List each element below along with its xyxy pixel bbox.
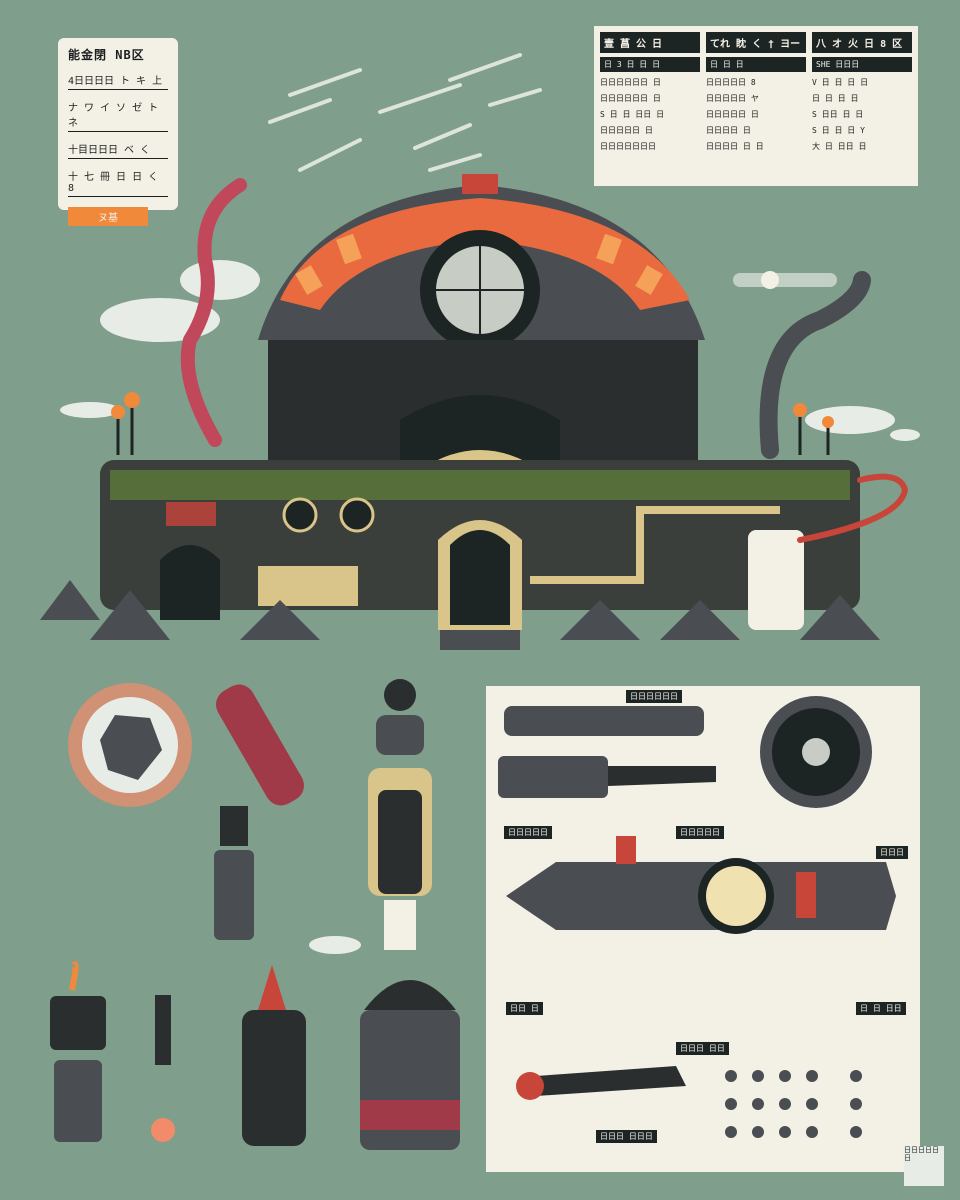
tunnel-entrance bbox=[160, 545, 220, 620]
blueprint-label: 日日日日日 bbox=[676, 826, 724, 839]
spec-line: V 日 日 日 日 bbox=[812, 78, 869, 87]
cylinder-part bbox=[214, 806, 254, 940]
spec-line: 日 日 日 日 bbox=[812, 94, 859, 103]
cannon-assembly bbox=[506, 836, 896, 934]
signature-stamp: 日日日日日日 bbox=[904, 1146, 944, 1186]
spec-line: 日日日日 日 日 bbox=[706, 142, 764, 151]
legend-card: 能金閉 NB区 4日日日日 ト キ 上 ナ ワ イ ソ ゼ ト ネ 十目日日日 … bbox=[58, 38, 178, 226]
spec-subheader: 日 3 日 日 日 bbox=[600, 57, 700, 72]
lantern-part bbox=[50, 961, 106, 1142]
spec-line: 日日日日日日 日 bbox=[600, 78, 661, 87]
meteor-streaks bbox=[268, 53, 837, 287]
blueprint-sheet: 日日日日日日 日日日日日 日日日日日 日日日 日日 日 日 日 日日 日日日 日… bbox=[486, 686, 920, 1172]
dome-cylinder-part bbox=[360, 980, 460, 1150]
spec-line: S 日 日 日日 日 bbox=[600, 110, 665, 119]
blueprint-label: 日 日 日日 bbox=[856, 1002, 906, 1015]
spec-sheet: 壹 菖 公 日 日 3 日 日 日 日日日日日日 日 日日日日日日 日 S 日 … bbox=[594, 26, 918, 186]
main-door bbox=[450, 530, 510, 625]
spec-subheader: SHE 日日日 bbox=[812, 57, 912, 72]
spec-subheader: 日 日 日 bbox=[706, 57, 806, 72]
turbine-part bbox=[760, 696, 872, 808]
legend-title: 能金閉 NB区 bbox=[68, 48, 145, 62]
spec-line: 日日日日日日 日 bbox=[600, 94, 661, 103]
spec-line: 大 日 日日 日 bbox=[812, 142, 867, 151]
valve-part bbox=[368, 679, 432, 950]
legend-row: 4日日日日 ト キ 上 bbox=[68, 72, 168, 90]
dome-structure bbox=[258, 174, 705, 350]
legend-row: ナ ワ イ ソ ゼ ト ネ bbox=[68, 99, 168, 132]
legend-tag: ヌ基 bbox=[68, 207, 148, 226]
drill-part bbox=[516, 1066, 686, 1100]
spec-column: 八 オ 火 日 8 区 SHE 日日日 V 日 日 日 日 日 日 日 日 S … bbox=[812, 32, 912, 180]
blueprint-label: 日日日 日日日 bbox=[596, 1130, 657, 1143]
spec-header: てれ 眈 く † ヨー bbox=[706, 32, 806, 53]
spec-line: S 日日 日 日 bbox=[812, 110, 864, 119]
blueprint-label: 日日 日 bbox=[506, 1002, 543, 1015]
explosion-icon bbox=[68, 683, 192, 807]
spec-header: 壹 菖 公 日 bbox=[600, 32, 700, 53]
spec-column: てれ 眈 く † ヨー 日 日 日 日日日日日 8 日日日日日 ヤ 日日日日日 … bbox=[706, 32, 806, 180]
pipes bbox=[180, 178, 909, 543]
side-tank bbox=[748, 530, 804, 630]
spec-line: 日日日日 日 bbox=[706, 126, 751, 135]
bullet-part bbox=[242, 965, 306, 1146]
torch-part bbox=[151, 995, 175, 1142]
spec-line: 日日日日日 ヤ bbox=[706, 94, 759, 103]
capsule-part bbox=[216, 684, 304, 806]
barrel-part bbox=[498, 706, 716, 798]
blueprint-label: 日日日日日 bbox=[504, 826, 552, 839]
spec-line: 日日日日日 日 bbox=[600, 126, 653, 135]
icon-grid bbox=[725, 1070, 862, 1138]
spec-column: 壹 菖 公 日 日 3 日 日 日 日日日日日日 日 日日日日日日 日 S 日 … bbox=[600, 32, 700, 180]
spec-line: 日日日日日 日 bbox=[706, 110, 759, 119]
blueprint-label: 日日日 日日 bbox=[676, 1042, 729, 1055]
trees bbox=[111, 392, 834, 455]
blueprint-label: 日日日 bbox=[876, 846, 908, 859]
blueprint-label: 日日日日日日 bbox=[626, 690, 682, 703]
rocks bbox=[40, 580, 880, 640]
spec-line: 日日日日日日日 bbox=[600, 142, 656, 151]
spec-line: S 日 日 日 Y bbox=[812, 126, 865, 135]
main-building bbox=[100, 340, 860, 650]
legend-row: 十 七 冊 日 日 く 8 bbox=[68, 168, 168, 197]
legend-row: 十目日日日 ベ く bbox=[68, 141, 168, 159]
blueprint-drawings bbox=[498, 696, 896, 1138]
orb-icon bbox=[761, 271, 779, 289]
spec-line: 日日日日日 8 bbox=[706, 78, 756, 87]
spec-header: 八 オ 火 日 8 区 bbox=[812, 32, 912, 53]
